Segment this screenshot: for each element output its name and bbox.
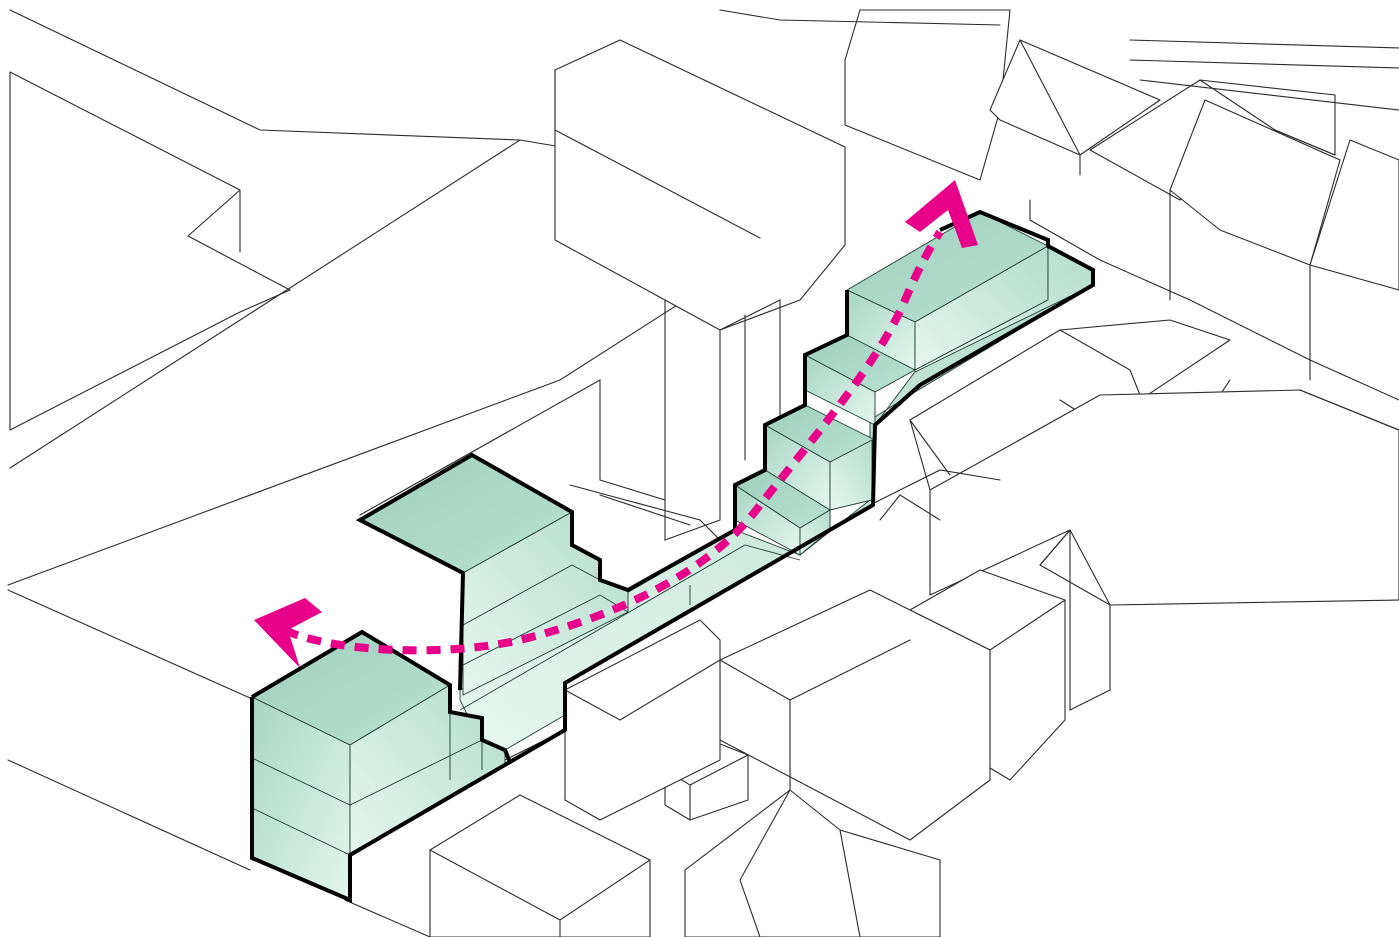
context-edge <box>359 379 666 516</box>
context-edge <box>599 494 691 526</box>
context-edge <box>909 419 951 476</box>
context-edge <box>569 484 721 541</box>
context-edge <box>719 9 1001 26</box>
context-edge <box>9 139 521 469</box>
context-block-north <box>554 39 846 331</box>
context-edge <box>1069 529 1111 711</box>
context-edge <box>1129 59 1399 69</box>
context-buildings <box>7 9 1399 937</box>
context-block-east-lower <box>929 389 1399 606</box>
arrow-head-left-icon <box>254 598 322 668</box>
context-edge <box>1029 199 1399 401</box>
context-edge <box>344 899 431 937</box>
context-roof-1 <box>844 9 1011 181</box>
context-edge <box>1129 39 1399 49</box>
massing-edge <box>459 544 801 711</box>
context-edge <box>879 494 941 521</box>
route-dotted-line <box>283 229 944 655</box>
context-edge <box>1019 39 1081 176</box>
context-edge <box>1139 79 1399 111</box>
massing-outline-south <box>250 629 513 904</box>
proposed-massing <box>250 209 1095 904</box>
context-edge <box>554 69 761 239</box>
context-edge <box>1299 389 1399 431</box>
context-edge <box>719 299 781 421</box>
context-edge <box>869 469 1001 506</box>
massing-outline-north <box>355 290 849 691</box>
context-block-northwest <box>9 71 291 431</box>
context-edge <box>7 589 251 699</box>
context-roof-5 <box>1309 139 1399 291</box>
context-edge <box>839 829 861 937</box>
context-edge <box>664 299 721 541</box>
context-roof-4 <box>1169 99 1341 266</box>
context-block-southwest <box>429 794 651 937</box>
massing-outline-corridor-south <box>508 209 1095 764</box>
context-block-south <box>564 619 721 821</box>
massing-edge <box>251 739 483 806</box>
pedestrian-route <box>254 180 978 668</box>
context-roof-2 <box>989 39 1161 156</box>
context-edge <box>1199 79 1336 156</box>
arrow-head-up-icon <box>905 180 978 248</box>
context-edge <box>564 659 721 721</box>
massing-edge <box>251 807 351 856</box>
context-edge <box>7 759 251 871</box>
massing-edge <box>462 564 601 626</box>
context-edge <box>739 789 791 937</box>
